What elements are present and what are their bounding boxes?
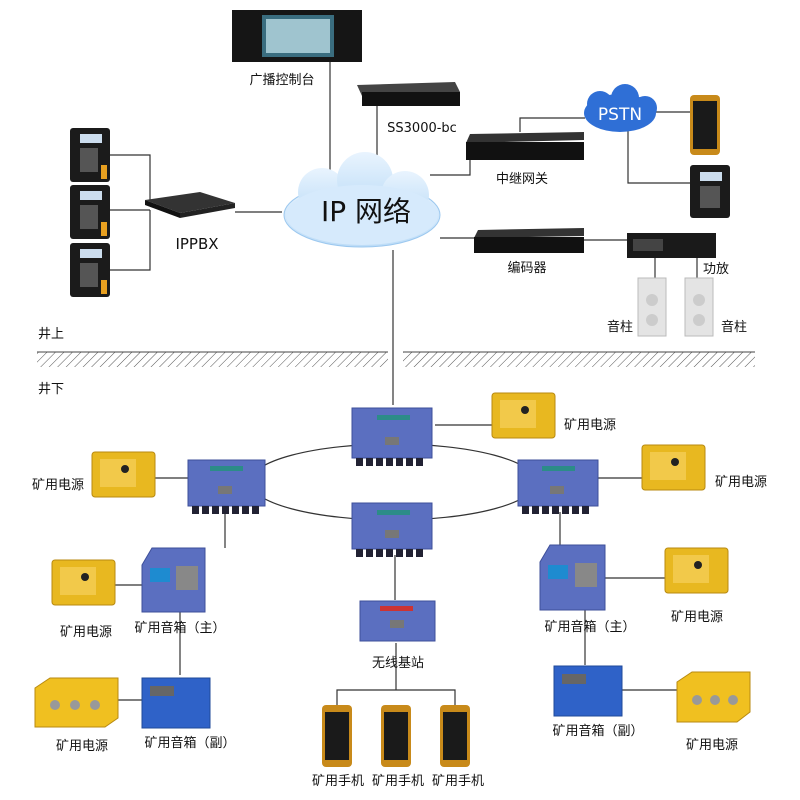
mine-power-supply: 矿用电源 [32,451,156,498]
mine-power-supply: 矿用电源 [641,444,767,491]
pstn-label: PSTN [598,105,642,125]
handset-label: 矿用手机 [432,774,484,789]
mine-handset: 矿用手机 [432,705,484,789]
column-speaker-right: 音柱 [684,277,747,337]
mine-power-supply-box: 矿用电源 [676,671,751,753]
power-supply-label: 矿用电源 [671,610,723,625]
power-supply-label: 矿用电源 [56,739,108,754]
ground-divider [37,351,755,367]
wireless-base-label: 无线基站 [372,656,424,671]
desk-phone-icon [70,243,110,297]
broadcast-console: 广播控制台 [232,10,362,88]
power-supply-label: 矿用电源 [60,625,112,640]
mine-speaker-main-left: 矿用音箱（主） [134,547,226,636]
broadcast-console-label: 广播控制台 [249,73,314,88]
mine-speaker-sub-left: 矿用音箱（副） [141,677,236,751]
column-speaker-left-label: 音柱 [607,319,633,335]
ring-switch-left [187,459,266,514]
mine-speaker-main-right: 矿用音箱（主） [539,544,636,635]
handset-label: 矿用手机 [312,774,364,789]
column-speaker-right-label: 音柱 [721,319,747,335]
mine-power-supply: 矿用电源 [664,547,729,625]
power-supply-label: 矿用电源 [686,738,738,753]
encoder-label: 编码器 [507,261,546,276]
mine-power-supply: 矿用电源 [51,559,116,640]
zone-below-label: 井下 [38,382,64,397]
trunk-gateway: 中继网关 [466,132,584,187]
wireless-base-station: 无线基站 [359,600,436,671]
speaker-main-label: 矿用音箱（主） [134,620,225,636]
desk-phone-icon [70,128,110,182]
server: SS3000-bc [357,82,460,136]
zone-above-label: 井上 [38,327,64,342]
mine-power-supply-box: 矿用电源 [34,677,119,754]
connections [110,62,698,701]
ippbx-label: IPPBX [175,235,218,253]
power-supply-label: 矿用电源 [564,418,616,433]
desk-phone-icon [70,185,110,239]
power-supply-label: 矿用电源 [32,478,84,493]
amplifier-label: 功放 [703,262,729,277]
mine-handset: 矿用手机 [372,705,424,789]
mine-power-supply: 矿用电源 [491,392,616,439]
speaker-main-label: 矿用音箱（主） [544,619,635,635]
mine-handset: 矿用手机 [312,705,364,789]
ip-network-label: IP 网络 [321,195,411,228]
power-supply-label: 矿用电源 [715,475,767,490]
trunk-gateway-label: 中继网关 [496,172,548,187]
ip-network-cloud: IP 网络 [283,152,441,248]
pstn-cloud: PSTN [584,84,657,132]
column-speaker-left: 音柱 [607,277,667,337]
ippbx: IPPBX [145,192,235,253]
mine-speaker-sub-right: 矿用音箱（副） [552,665,644,739]
speaker-sub-label: 矿用音箱（副） [552,723,643,739]
ring-switch-top [351,407,433,466]
ring-switch-bottom [351,502,433,557]
desk-phone-icon [690,165,730,218]
ring-switch-right [517,459,599,514]
speaker-sub-label: 矿用音箱（副） [144,735,235,751]
handset-label: 矿用手机 [372,774,424,789]
mobile-phone-icon [690,95,720,155]
encoder: 编码器 [474,228,584,276]
server-label: SS3000-bc [387,121,457,136]
amplifier: 功放 [627,233,729,277]
